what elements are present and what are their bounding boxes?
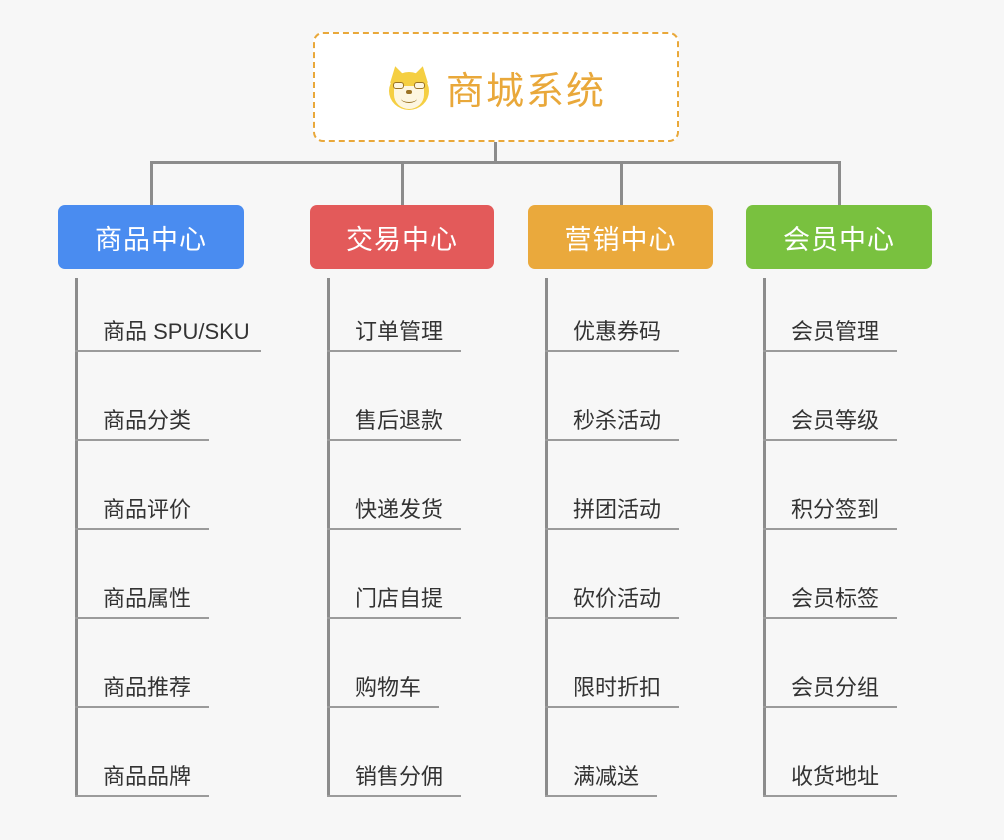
root-node[interactable]: 商城系统 [313, 32, 679, 142]
branch-header-label: 会员中心 [783, 224, 895, 255]
leaf-item-label: 秒杀活动 [573, 408, 662, 433]
leaf-item-label: 满减送 [573, 764, 640, 789]
leaf-underline [327, 617, 461, 619]
branch-spine-4 [763, 278, 766, 797]
leaf-item-label: 售后退款 [355, 408, 444, 433]
branch-header-label: 交易中心 [346, 224, 458, 255]
leaf-item-label: 限时折扣 [573, 675, 662, 700]
branch-header-3[interactable]: 营销中心 [528, 205, 713, 269]
connector-drop-1 [150, 161, 153, 206]
leaf-underline [327, 528, 461, 530]
leaf-underline [545, 528, 679, 530]
leaf-item-label: 商品评价 [103, 497, 192, 522]
leaf-underline [327, 795, 461, 797]
leaf-item-label: 积分签到 [791, 497, 880, 522]
leaf-underline [545, 439, 679, 441]
leaf-underline [327, 706, 439, 708]
leaf-item-label: 拼团活动 [573, 497, 662, 522]
leaf-item-label: 商品品牌 [103, 764, 192, 789]
leaf-item-label: 销售分佣 [355, 764, 444, 789]
branch-header-4[interactable]: 会员中心 [746, 205, 932, 269]
leaf-underline [545, 350, 679, 352]
connector-drop-3 [620, 161, 623, 206]
root-title: 商城系统 [445, 70, 606, 113]
leaf-item-label: 商品 SPU/SKU [103, 319, 250, 344]
leaf-item-label: 商品属性 [103, 586, 192, 611]
leaf-item-label: 收货地址 [791, 764, 880, 789]
branch-spine-2 [327, 278, 330, 797]
leaf-underline [75, 706, 209, 708]
leaf-underline [545, 617, 679, 619]
leaf-item-label: 商品分类 [103, 408, 192, 433]
leaf-item-label: 购物车 [355, 675, 422, 700]
leaf-underline [327, 350, 461, 352]
connector-bus [150, 161, 840, 164]
leaf-underline [763, 706, 897, 708]
branch-header-1[interactable]: 商品中心 [58, 205, 244, 269]
leaf-item-label: 快递发货 [355, 497, 444, 522]
leaf-item-label: 商品推荐 [103, 675, 192, 700]
leaf-underline [763, 439, 897, 441]
branch-spine-1 [75, 278, 78, 797]
leaf-item-label: 会员管理 [791, 319, 880, 344]
leaf-item-label: 门店自提 [355, 586, 444, 611]
leaf-item-label: 会员分组 [791, 675, 880, 700]
leaf-underline [75, 617, 209, 619]
leaf-underline [75, 795, 209, 797]
branch-header-label: 商品中心 [95, 224, 207, 255]
leaf-underline [545, 706, 679, 708]
connector-drop-2 [401, 161, 404, 206]
leaf-underline [763, 350, 897, 352]
leaf-underline [327, 439, 461, 441]
leaf-underline [545, 795, 657, 797]
leaf-item-label: 会员标签 [791, 586, 880, 611]
leaf-item-label: 优惠券码 [573, 319, 662, 344]
connector-root-stem [494, 142, 497, 163]
leaf-underline [75, 350, 261, 352]
branch-spine-3 [545, 278, 548, 797]
leaf-underline [75, 439, 209, 441]
leaf-item-label: 会员等级 [791, 408, 880, 433]
leaf-underline [75, 528, 209, 530]
leaf-underline [763, 795, 897, 797]
leaf-item-label: 订单管理 [355, 319, 444, 344]
leaf-underline [763, 528, 897, 530]
leaf-underline [763, 617, 897, 619]
branch-header-2[interactable]: 交易中心 [310, 205, 494, 269]
branch-header-label: 营销中心 [564, 224, 677, 255]
connector-drop-4 [838, 161, 841, 206]
shiba-dog-icon [386, 64, 432, 110]
leaf-item-label: 砍价活动 [573, 586, 662, 611]
